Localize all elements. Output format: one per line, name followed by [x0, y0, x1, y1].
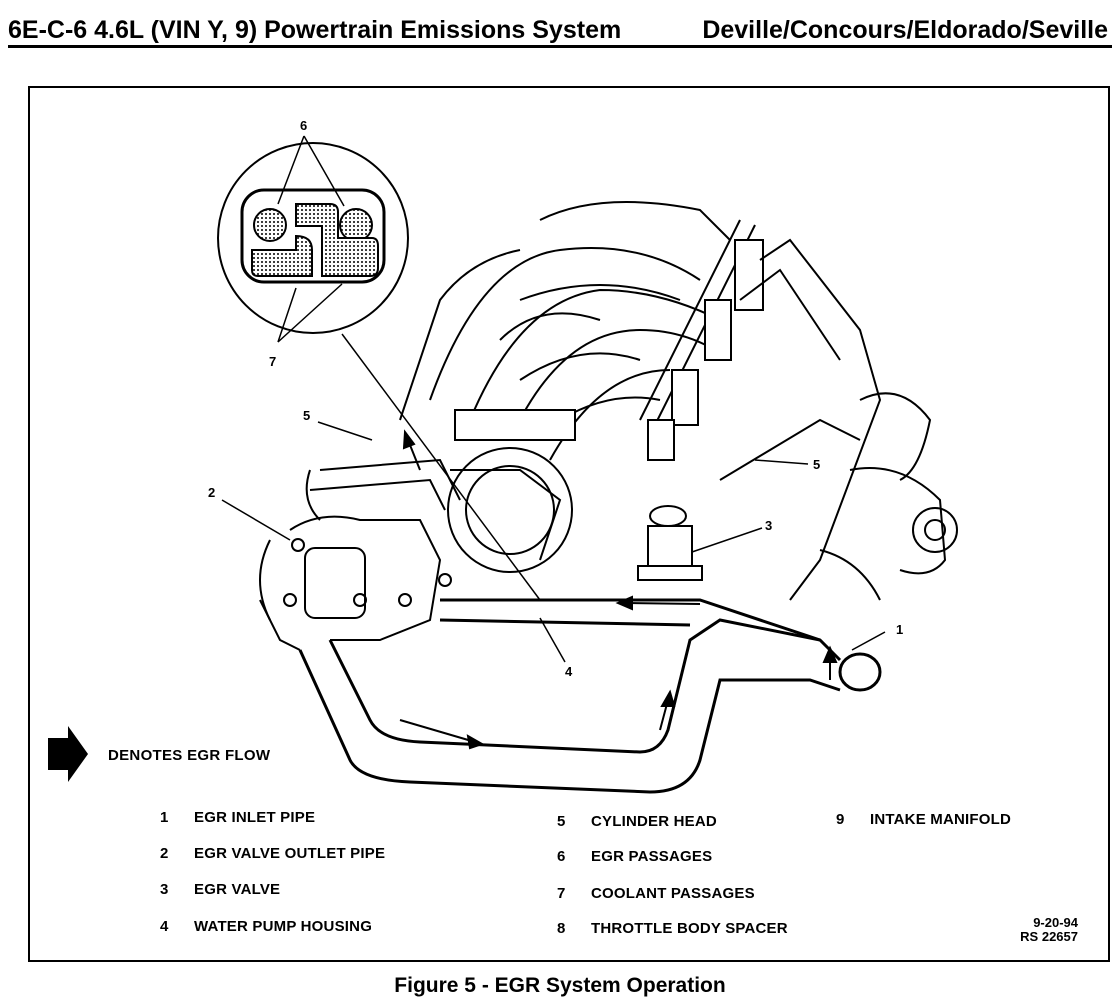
header-section-title: 6E-C-6 4.6L (VIN Y, 9) Powertrain Emissi… — [8, 16, 622, 44]
callout-leader-lines — [221, 421, 886, 663]
inset-circle — [217, 142, 409, 334]
egr-passage-right — [339, 208, 373, 242]
throttle-body-drawing — [447, 409, 576, 573]
exhaust-manifold-drawing — [819, 392, 958, 601]
callout-5-left: 5 — [303, 408, 311, 423]
callout-3: 3 — [765, 518, 773, 533]
coolant-passage-right — [295, 203, 379, 277]
egr-outlet-pipe-drawing — [305, 458, 461, 521]
header-vehicle-models: Deville/Concours/Eldorado/Seville — [702, 16, 1108, 44]
passage-detail-inset — [217, 135, 541, 601]
callout-7: 7 — [269, 354, 277, 369]
egr-flow-legend-label: DENOTES EGR FLOW — [108, 747, 271, 764]
egr-flow-arrows — [399, 429, 838, 750]
egr-valve-drawing — [637, 505, 703, 581]
gasket-outline — [240, 188, 386, 284]
coolant-passage-left — [251, 234, 313, 277]
callout-2: 2 — [208, 485, 216, 500]
egr-passage-left — [253, 208, 287, 242]
callout-5-right: 5 — [813, 457, 821, 472]
callout-1: 1 — [896, 622, 904, 637]
callout-6: 6 — [300, 118, 308, 133]
figure-ref-number: RS 22657 — [1020, 929, 1078, 944]
egr-flow-legend-arrow — [48, 726, 88, 782]
page-header: 6E-C-6 4.6L (VIN Y, 9) Powertrain Emissi… — [8, 14, 1112, 48]
cylinder-head-drawing — [719, 238, 882, 601]
figure-date: 9-20-94 — [1033, 915, 1078, 930]
figure-frame — [28, 86, 1110, 962]
callout-4: 4 — [565, 664, 573, 679]
figure-caption: Figure 5 - EGR System Operation — [394, 974, 726, 997]
fuel-rail-drawing — [639, 219, 764, 461]
egr-inlet-pipe-drawing — [298, 598, 882, 794]
figure-reference: 9-20-94 RS 22657 — [1020, 916, 1078, 944]
water-pump-housing-drawing — [259, 515, 452, 651]
